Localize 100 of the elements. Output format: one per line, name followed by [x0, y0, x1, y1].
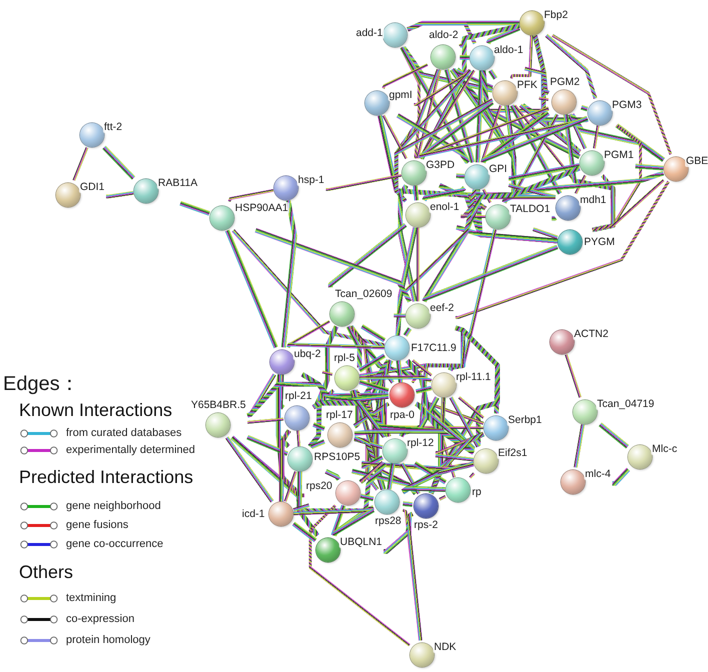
interaction-line: [399, 396, 440, 438]
protein-label: UBQLN1: [339, 536, 384, 548]
interaction-line: [332, 508, 375, 536]
interaction-line: [635, 164, 664, 170]
interaction-line: [408, 512, 422, 641]
interaction-line: [396, 360, 404, 383]
interaction-line: [580, 105, 588, 112]
protein-label: ubq-2: [293, 348, 322, 360]
legend-heading: Predicted Interactions: [19, 466, 194, 488]
protein-label: RAB11A: [157, 177, 198, 189]
interaction-line: [458, 396, 484, 419]
protein-label: RPS10P5: [313, 451, 362, 463]
protein-label: Tcan_02609: [334, 288, 394, 300]
interaction-line: [592, 174, 615, 232]
interaction-line: [508, 163, 580, 181]
interaction-line: [406, 20, 520, 32]
interaction-line: [292, 522, 317, 542]
interaction-line: [412, 359, 432, 376]
interaction-line: [360, 494, 374, 502]
interaction-line: [328, 223, 407, 288]
interaction-line: [296, 430, 301, 446]
interaction-line: [396, 113, 470, 164]
interaction-line: [482, 188, 492, 204]
interaction-line: [430, 462, 474, 494]
interaction-line: [358, 353, 386, 373]
interaction-line: [294, 506, 374, 516]
interaction-line: [422, 186, 466, 202]
interaction-line: [538, 96, 549, 101]
interaction-line: [552, 34, 672, 155]
protein-label: rps20: [305, 480, 334, 492]
legend-label: gene neighborhood: [66, 500, 161, 513]
interaction-line: [612, 468, 630, 486]
interaction-line: [308, 394, 389, 448]
interaction-line: [281, 200, 298, 348]
interaction-line: [402, 501, 413, 507]
protein-label: Y65B4BR.5: [190, 399, 247, 411]
interaction-line: [481, 116, 588, 164]
interaction-line: [444, 68, 476, 164]
protein-label: mdh1: [579, 194, 608, 206]
interaction-line: [449, 396, 480, 448]
protein-label: rpl-5: [333, 352, 356, 364]
interaction-line: [284, 471, 298, 502]
interaction-line: [416, 69, 442, 159]
interaction-line: [400, 46, 471, 164]
protein-label: gpmI: [388, 89, 414, 101]
interaction-line: [354, 428, 475, 455]
protein-label: aldo-1: [493, 44, 524, 56]
protein-label: PGM2: [549, 76, 581, 88]
protein-label: ACTN2: [573, 328, 610, 340]
interaction-line: [568, 114, 588, 150]
interaction-line: [225, 230, 278, 348]
interaction-line: [382, 63, 428, 89]
interaction-line: [521, 103, 589, 122]
interaction-line: [349, 390, 360, 428]
interaction-line: [615, 123, 665, 162]
interaction-line: [574, 174, 587, 194]
interaction-line: [480, 105, 502, 163]
interaction-line: [414, 402, 443, 494]
interaction-line: [247, 418, 284, 424]
interaction-line: [382, 114, 408, 160]
interaction-line: [416, 228, 420, 302]
protein-label: rpa-0: [389, 409, 416, 421]
protein-label: ftt-2: [103, 121, 124, 133]
interaction-line: [574, 424, 585, 468]
protein-label: rpl-21: [284, 390, 313, 402]
interaction-line: [358, 380, 390, 394]
legend-title: Edges：: [3, 372, 80, 397]
interaction-line: [412, 185, 419, 201]
interaction-line: [326, 174, 402, 191]
interaction-line: [246, 435, 288, 456]
interaction-line: [72, 147, 88, 181]
interaction-line: [488, 69, 498, 80]
interaction-line: [362, 462, 474, 470]
interaction-line: [308, 504, 410, 646]
interaction-line: [418, 117, 588, 160]
interaction-line: [102, 146, 136, 180]
legend-label: gene fusions: [66, 519, 128, 532]
interaction-line: [230, 436, 374, 514]
interaction-line: [418, 100, 494, 160]
interaction-line: [359, 461, 384, 483]
interaction-line: [598, 422, 629, 449]
interaction-line: [346, 325, 362, 370]
protein-label: Tcan_04719: [596, 398, 656, 410]
interaction-line: [401, 486, 446, 494]
protein-label: rpl-12: [406, 437, 435, 449]
interaction-line: [570, 113, 665, 162]
protein-label: F17C11.9: [410, 342, 458, 354]
protein-label: hsp-1: [297, 174, 326, 186]
protein-label: mlc-4: [584, 468, 612, 480]
interaction-line: [360, 324, 386, 342]
legend-label: protein homology: [66, 634, 150, 647]
interaction-line: [106, 191, 134, 198]
interaction-line: [510, 36, 533, 79]
protein-label: rps-2: [413, 519, 439, 531]
interaction-line: [414, 69, 471, 106]
interaction-line: [361, 455, 384, 469]
interaction-line: [524, 66, 550, 95]
interaction-line: [460, 195, 556, 218]
interaction-line: [468, 472, 476, 479]
interaction-line: [456, 173, 465, 179]
